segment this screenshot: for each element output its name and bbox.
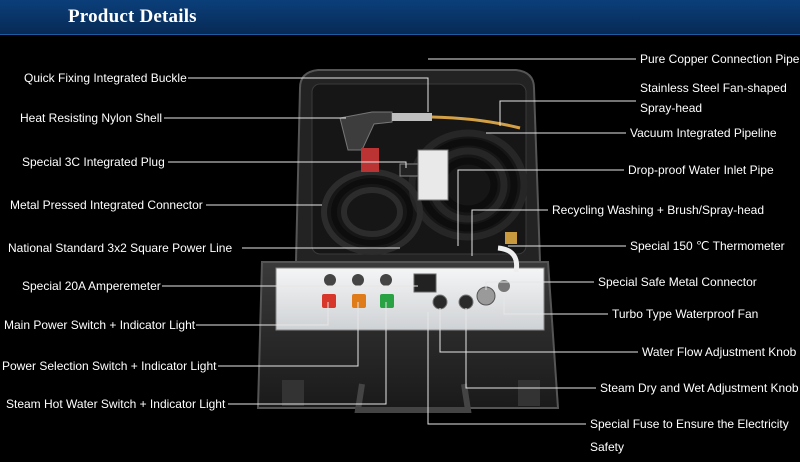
label-safe-metal-connector: Special Safe Metal Connector — [598, 275, 757, 289]
label-power-line: National Standard 3x2 Square Power Line — [8, 241, 233, 255]
label-quick-fixing-buckle: Quick Fixing Integrated Buckle — [24, 71, 187, 85]
water-flow-knob — [432, 294, 448, 310]
label-water-inlet-pipe: Drop-proof Water Inlet Pipe — [628, 163, 774, 177]
waterproof-fan — [498, 280, 510, 292]
label-3c-plug: Special 3C Integrated Plug — [22, 155, 165, 169]
leader-lines-left — [162, 77, 429, 405]
steam-adjust-knob — [458, 294, 474, 310]
label-spray-head: Spray-head — [640, 101, 703, 115]
leader-lines-right — [427, 58, 638, 425]
label-metal-connector: Metal Pressed Integrated Connector — [10, 198, 203, 212]
copper-pipe — [431, 115, 521, 130]
label-fuse: Special Fuse to Ensure the Electricity — [590, 417, 789, 431]
label-water-flow-knob: Water Flow Adjustment Knob — [642, 345, 797, 359]
spray-gun — [339, 111, 393, 151]
inlet-pipe — [497, 245, 520, 273]
label-steam-hot-water-switch: Steam Hot Water Switch + Indicator Light — [6, 397, 226, 411]
steam-hot-water-switch — [380, 294, 394, 308]
label-waterproof-fan: Turbo Type Waterproof Fan — [612, 307, 759, 321]
header-bar — [0, 0, 800, 35]
label-vacuum-pipeline: Vacuum Integrated Pipeline — [630, 126, 777, 140]
main-power-switch — [322, 294, 336, 308]
lid-sticker — [417, 149, 449, 201]
label-main-power-switch: Main Power Switch + Indicator Light — [4, 318, 196, 332]
thermometer — [505, 232, 517, 244]
label-fan-spray-head: Stainless Steel Fan-shaped — [640, 81, 787, 95]
label-copper-pipe: Pure Copper Connection Pipe — [640, 52, 800, 66]
label-power-selection-switch: Power Selection Switch + Indicator Light — [2, 359, 217, 373]
label-fuse-safety: Safety — [590, 440, 625, 454]
label-steam-adjust-knob: Steam Dry and Wet Adjustment Knob — [600, 381, 799, 395]
page-title: Product Details — [68, 6, 197, 27]
power-selection-switch — [352, 294, 366, 308]
label-thermometer: Special 150 ℃ Thermometer — [630, 239, 785, 253]
label-amperemeter: Special 20A Amperemeter — [22, 279, 161, 293]
amperemeter — [413, 273, 437, 293]
label-recycling-washing: Recycling Washing + Brush/Spray-head — [552, 203, 764, 217]
warning-label — [361, 148, 379, 172]
case-handle — [354, 383, 472, 413]
control-panel — [275, 267, 545, 331]
label-nylon-shell: Heat Resisting Nylon Shell — [20, 111, 163, 125]
